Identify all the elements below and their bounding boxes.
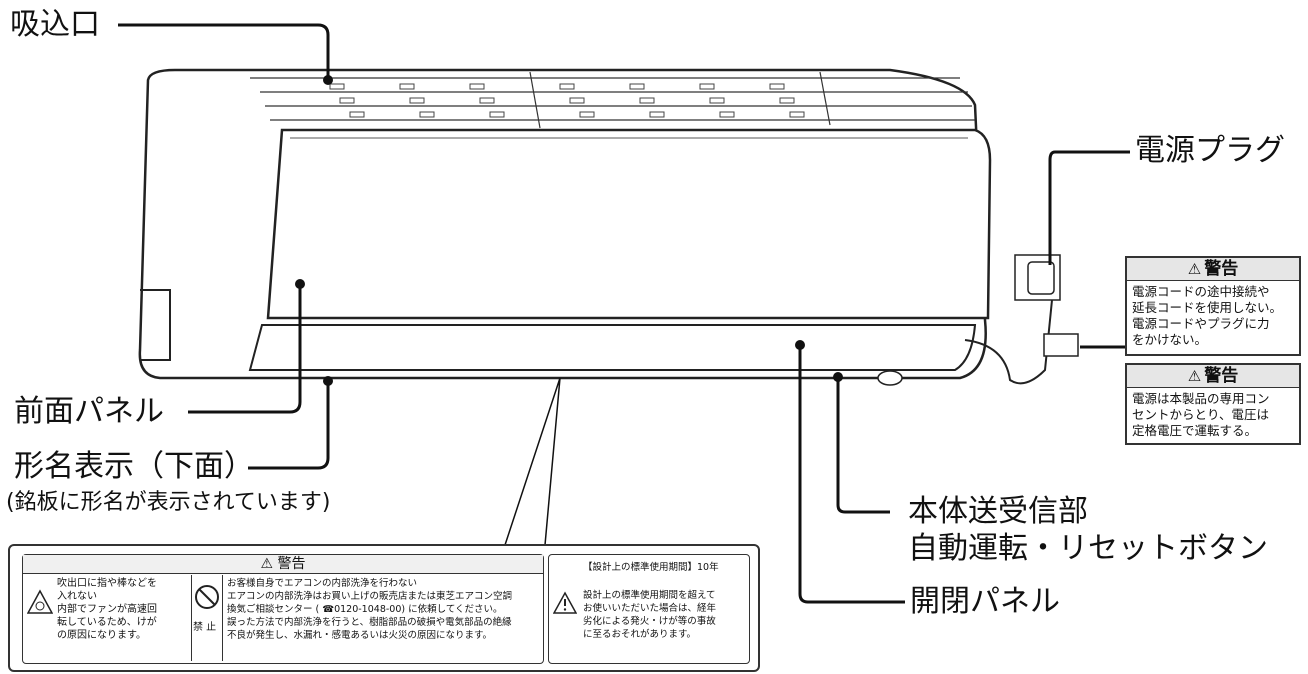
label-period-panel: 【設計上の標準使用期間】10年 設計上の標準使用期間を超えて お使いいただいた場… bbox=[548, 554, 750, 664]
open-close-panel-label: 開閉パネル bbox=[910, 584, 1060, 619]
power-plug-label: 電源プラグ bbox=[1135, 133, 1285, 168]
intake-label: 吸込口 bbox=[10, 7, 100, 42]
outlet-warning-line: セントからとり、電圧は bbox=[1132, 407, 1270, 422]
outlet-warning-line: 定格電圧で運転する。 bbox=[1132, 423, 1258, 438]
front-panel-shape bbox=[266, 128, 992, 320]
cord-warning-box: ⚠警告 電源コードの途中接続や 延長コードを使用しない。 電源コードやプラグに力… bbox=[1125, 256, 1301, 356]
cord-warning-line: 電源コードやプラグに力 bbox=[1132, 316, 1270, 331]
cord-warning-line: 延長コードを使用しない。 bbox=[1132, 300, 1283, 315]
label-warning-title: ⚠ 警告 bbox=[23, 555, 543, 574]
unit-warning-label: ⚠ 警告 吹出口に指や棒などを 入れない 内部でファンが高速回 転しているため、… bbox=[8, 544, 760, 672]
side-cap bbox=[140, 289, 171, 361]
model-display-note: (銘板に形名が表示されています) bbox=[6, 490, 331, 515]
cord-warning-title: ⚠警告 bbox=[1127, 258, 1299, 281]
label-warning-panel: ⚠ 警告 吹出口に指や棒などを 入れない 内部でファンが高速回 転しているため、… bbox=[22, 554, 544, 664]
prohibit-icon bbox=[195, 585, 219, 609]
open-close-panel-shape bbox=[248, 324, 977, 371]
cord-warning-line: をかけない。 bbox=[1132, 332, 1208, 347]
cord-warning-line: 電源コードの途中接続や bbox=[1132, 284, 1270, 299]
auto-reset-button-label: 自動運転・リセットボタン bbox=[908, 531, 1268, 566]
front-panel-label: 前面パネル bbox=[14, 394, 164, 429]
label-left-text: 吹出口に指や棒などを 入れない 内部でファンが高速回 転しているため、けが の原… bbox=[57, 578, 157, 641]
prohibit-text: 禁 止 bbox=[193, 622, 217, 633]
warning-triangle-icon: ⚠ bbox=[260, 556, 278, 572]
leader-lines bbox=[118, 23, 1130, 604]
model-display-label: 形名表示（下面） bbox=[14, 449, 254, 484]
outlet-warning-title: ⚠警告 bbox=[1127, 365, 1299, 388]
grille-slots bbox=[329, 83, 805, 118]
prohibit-cell: 禁 止 bbox=[191, 575, 223, 661]
caution-triangle-icon bbox=[552, 591, 578, 619]
leader-dots bbox=[295, 75, 843, 386]
warning-triangle-icon: ⚠ bbox=[1187, 260, 1202, 278]
power-cord bbox=[964, 299, 1053, 385]
warning-triangle-icon: ⚠ bbox=[1187, 367, 1202, 385]
receiver-label: 本体送受信部 bbox=[908, 494, 1088, 529]
label-right-text: お客様自身でエアコンの内部洗浄を行わない エアコンの内部洗浄はお買い上げの販売店… bbox=[227, 578, 513, 641]
finger-caution-icon bbox=[26, 589, 54, 615]
outlet-warning-box: ⚠警告 電源は本製品の専用コン セントからとり、電圧は 定格電圧で運転する。 bbox=[1125, 363, 1301, 445]
label-period-title: 【設計上の標準使用期間】10年 bbox=[583, 562, 719, 573]
plug-body bbox=[1027, 261, 1055, 295]
intake-grille bbox=[250, 71, 975, 129]
outlet-warning-line: 電源は本製品の専用コン bbox=[1132, 391, 1270, 406]
label-period-text: 設計上の標準使用期間を超えて お使いいただいた場合は、経年 劣化による発火・けが… bbox=[583, 590, 717, 640]
